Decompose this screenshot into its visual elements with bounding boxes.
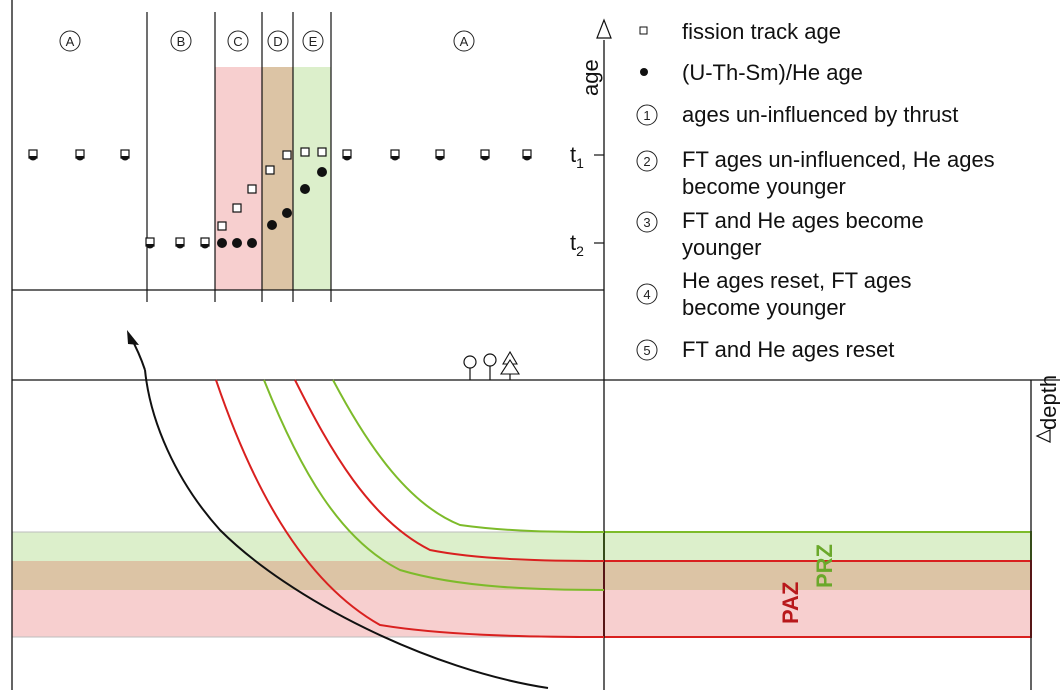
- legend-item-2: 2 FT ages un-influenced, He ages become …: [636, 147, 995, 199]
- ft-age-markers: [217, 147, 327, 231]
- ft-age-marker: [247, 184, 257, 194]
- he-age-marker: [232, 238, 242, 248]
- svg-text:He ages reset, FT ages: He ages reset, FT ages: [682, 268, 912, 293]
- ft-legend-icon: [639, 26, 648, 35]
- marker-fill: [342, 156, 352, 161]
- half-filled-marker: [200, 237, 210, 249]
- half-filled-marker: [145, 237, 155, 249]
- svg-text:2: 2: [643, 154, 650, 169]
- pin-icon: [483, 353, 497, 380]
- ft-age-marker: [265, 165, 275, 175]
- ft-age-marker: [300, 147, 310, 157]
- thrust-path: [144, 369, 549, 689]
- svg-text:FT and He ages become: FT and He ages become: [682, 208, 924, 233]
- prz-base-isotherm: [263, 379, 605, 591]
- legend-item-3: 3 FT and He ages become younger: [636, 208, 924, 260]
- zone-label-d: D: [267, 30, 289, 52]
- legend-item-1: 1 ages un-influenced by thrust: [636, 102, 958, 127]
- marker-fill: [200, 244, 210, 249]
- legend-item-5: 5 FT and He ages reset: [636, 337, 894, 362]
- svg-text:C: C: [233, 34, 242, 49]
- zone-label-a-left: A: [59, 30, 81, 52]
- half-filled-marker: [120, 149, 130, 161]
- he-age-markers: [217, 167, 327, 248]
- marker-fill: [75, 156, 85, 161]
- age-axis-arrow: [596, 18, 612, 39]
- legend-item-4: 4 He ages reset, FT ages become younger: [636, 268, 912, 320]
- legend-he: (U-Th-Sm)/He age: [682, 60, 863, 85]
- prz-label: PRZ: [812, 544, 837, 588]
- half-filled-marker: [175, 237, 185, 249]
- marker-fill: [175, 244, 185, 249]
- ft-age-marker: [232, 203, 242, 213]
- zone-d-band: [262, 67, 293, 290]
- zone-label-e: E: [302, 30, 324, 52]
- paz-top-isotherm: [294, 379, 605, 562]
- t1-label: t1: [570, 142, 584, 171]
- pin-icon: [463, 355, 477, 380]
- legend: fission track age (U-Th-Sm)/He age 1 age…: [636, 19, 995, 362]
- marker-fill: [145, 244, 155, 249]
- half-filled-marker: [28, 149, 38, 161]
- svg-text:become younger: become younger: [682, 174, 846, 199]
- svg-text:A: A: [66, 34, 75, 49]
- overlap-band: [12, 561, 1031, 590]
- marker-fill: [28, 156, 38, 161]
- he-age-marker: [300, 184, 310, 194]
- depth-axis-arrow: [1035, 429, 1051, 443]
- svg-text:D: D: [273, 34, 282, 49]
- svg-text:become younger: become younger: [682, 295, 846, 320]
- half-filled-marker: [522, 149, 532, 161]
- ft-age-marker: [282, 150, 292, 160]
- thrust-arrowhead: [127, 330, 139, 345]
- marker-fill: [435, 156, 445, 161]
- paz-label: PAZ: [778, 582, 803, 624]
- legend-ft: fission track age: [682, 19, 841, 44]
- he-age-marker: [317, 167, 327, 177]
- marker-fill: [120, 156, 130, 161]
- marker-fill: [522, 156, 532, 161]
- zone-label-c: C: [227, 30, 249, 52]
- svg-text:E: E: [309, 34, 318, 49]
- t2-label: t2: [570, 230, 584, 259]
- svg-text:ages un-influenced by thrust: ages un-influenced by thrust: [682, 102, 958, 127]
- depth-axis-label: depth: [1036, 375, 1060, 430]
- ft-age-marker: [317, 147, 327, 157]
- half-filled-marker: [390, 149, 400, 161]
- svg-text:B: B: [177, 34, 186, 49]
- half-filled-marker: [75, 149, 85, 161]
- he-age-marker: [217, 238, 227, 248]
- he-age-marker: [267, 220, 277, 230]
- svg-text:1: 1: [643, 108, 650, 123]
- prz-top-isotherm: [332, 379, 605, 533]
- marker-fill: [390, 156, 400, 161]
- zone-label-b: B: [170, 30, 192, 52]
- zone-label-a-right: A: [453, 30, 475, 52]
- svg-text:FT and He ages reset: FT and He ages reset: [682, 337, 894, 362]
- zone-c-band: [215, 67, 262, 290]
- paz-base-isotherm: [215, 379, 605, 638]
- svg-text:4: 4: [643, 287, 650, 302]
- svg-text:younger: younger: [682, 235, 762, 260]
- he-legend-icon: [640, 68, 648, 76]
- tree-icon: [499, 350, 521, 380]
- half-filled-marker: [342, 149, 352, 161]
- ft-age-marker: [217, 221, 227, 231]
- svg-text:5: 5: [643, 343, 650, 358]
- he-age-marker: [247, 238, 257, 248]
- marker-fill: [480, 156, 490, 161]
- zone-e-band: [293, 67, 331, 290]
- he-age-marker: [282, 208, 292, 218]
- prz-band: [12, 532, 1031, 561]
- half-filled-markers: [28, 149, 532, 249]
- age-axis-label: age: [578, 59, 603, 96]
- half-filled-marker: [480, 149, 490, 161]
- paz-band: [12, 590, 1031, 637]
- svg-text:FT ages un-influenced, He ages: FT ages un-influenced, He ages: [682, 147, 995, 172]
- half-filled-marker: [435, 149, 445, 161]
- svg-text:3: 3: [643, 215, 650, 230]
- svg-text:A: A: [460, 34, 469, 49]
